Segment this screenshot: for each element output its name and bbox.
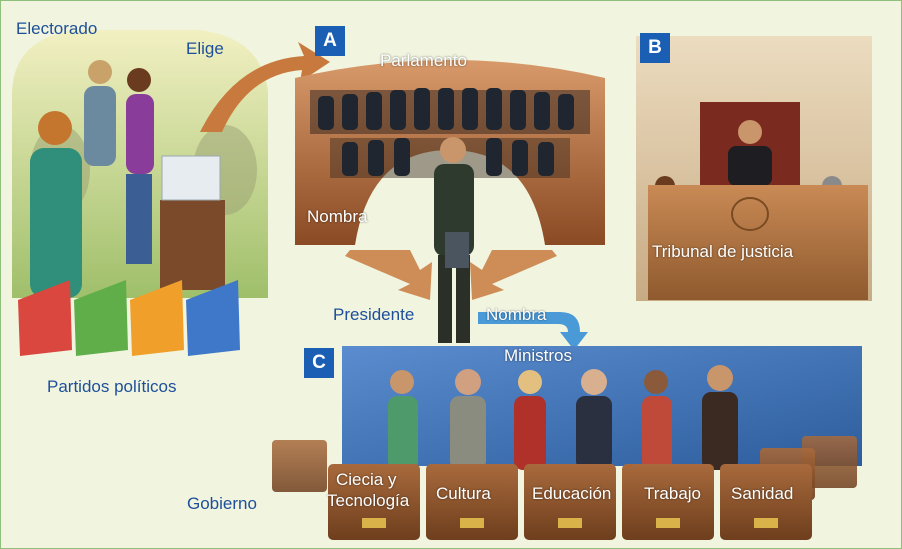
briefcase-back <box>802 436 857 488</box>
voter-head <box>88 60 112 84</box>
briefcase-back <box>272 440 327 492</box>
parlamento-label: Parlamento <box>380 51 467 70</box>
nombra-arrow-left <box>345 250 432 300</box>
party-ballot-green <box>74 280 128 356</box>
minister-figures <box>388 365 738 470</box>
voter-head <box>127 68 151 92</box>
ballot-table <box>160 200 225 290</box>
court-emblem <box>731 197 769 231</box>
nombra-label-parliament: Nombra <box>307 207 368 226</box>
ministros-label: Ministros <box>504 346 573 365</box>
briefcase-clasp <box>558 518 582 528</box>
party-ballot-blue <box>186 280 240 356</box>
briefcase-cultura <box>426 464 518 540</box>
gobierno-label: Gobierno <box>187 494 257 513</box>
tribunal-label: Tribunal de justicia <box>652 242 794 261</box>
ministry-label: Trabajo <box>644 484 702 503</box>
briefcase-ciencia <box>328 464 420 540</box>
nombra-arrow-right <box>470 250 557 300</box>
party-ballot-red <box>18 280 72 356</box>
briefcase-sanidad <box>720 464 812 540</box>
briefcase-educacion <box>524 464 616 540</box>
party-ballots <box>18 280 240 356</box>
briefcases <box>272 436 857 540</box>
voter-body <box>126 94 154 174</box>
elige-arrow <box>200 42 330 132</box>
voter-body <box>84 86 116 166</box>
judge-robe <box>728 146 772 186</box>
badge-a: A <box>315 26 345 56</box>
ballot-box <box>161 155 221 201</box>
electorate-scene <box>12 30 268 298</box>
nombra-arrow-blue <box>478 312 588 350</box>
electorado-label: Electorado <box>16 19 98 38</box>
voter-head <box>38 111 72 145</box>
badge-c: C <box>304 348 334 378</box>
parliament-scene <box>295 60 605 245</box>
nombra-label-president: Nombra <box>486 305 547 324</box>
badge-b: B <box>640 33 670 63</box>
elige-label: Elige <box>186 39 224 58</box>
judge-head <box>738 120 762 144</box>
briefcase-clasp <box>460 518 484 528</box>
voter-body <box>30 148 82 298</box>
partidos-label: Partidos políticos <box>47 377 177 396</box>
briefcase-clasp <box>754 518 778 528</box>
ministry-label: Sanidad <box>731 484 794 503</box>
briefcase-clasp <box>362 518 386 528</box>
briefcase-clasp <box>656 518 680 528</box>
ministry-label: Cultura <box>436 484 491 503</box>
ministry-label: Educación <box>532 484 612 503</box>
court-scene <box>636 36 872 301</box>
ministry-label: Tecnología <box>327 491 410 510</box>
government-scene <box>342 346 862 470</box>
parliament-members <box>318 88 574 176</box>
briefcase-trabajo <box>622 464 714 540</box>
ministry-label: Ciecia y <box>336 470 397 489</box>
president-figure <box>434 137 474 343</box>
court-bench <box>648 185 868 300</box>
voter-legs <box>126 174 152 264</box>
party-ballot-orange <box>130 280 184 356</box>
presidente-label: Presidente <box>333 305 415 324</box>
